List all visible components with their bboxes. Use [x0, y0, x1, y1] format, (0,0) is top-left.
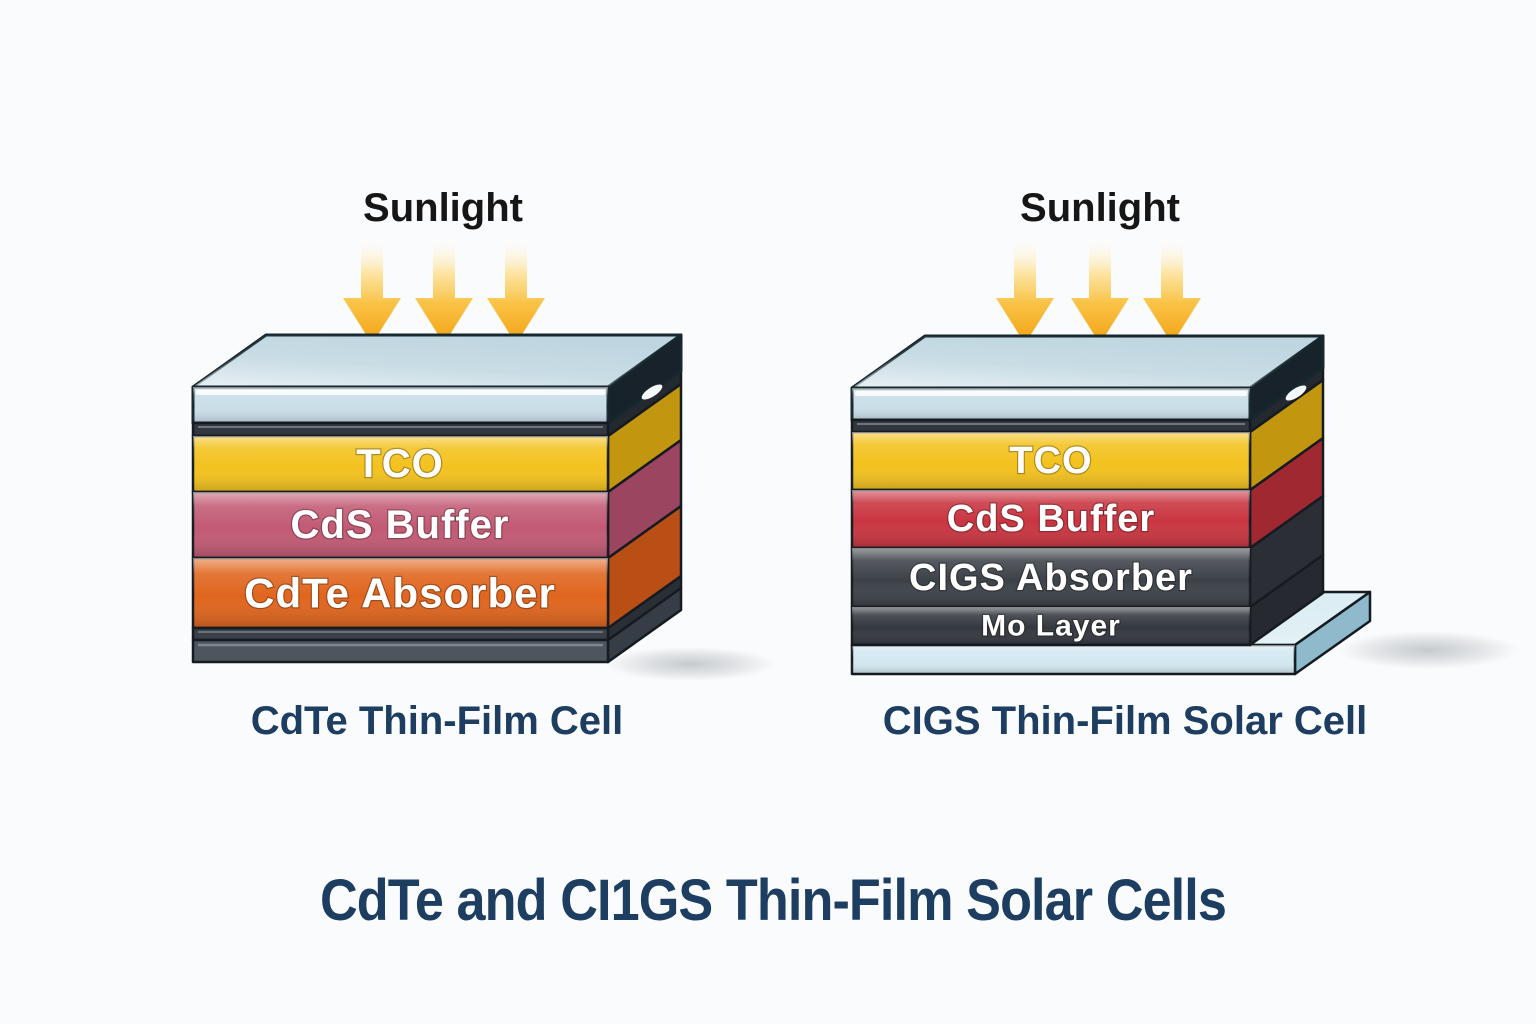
right-cell-caption: CIGS Thin-Film Solar Cell — [883, 699, 1368, 743]
sunlight-arrow-icon — [415, 238, 473, 344]
left-cell-caption: CdTe Thin-Film Cell — [251, 699, 624, 743]
sunlight-arrow-icon — [343, 238, 401, 344]
sunlight-arrow-icon — [1071, 238, 1129, 344]
sunlight-arrow-icon — [996, 238, 1054, 344]
main-title: CdTe and CI1GS Thin-Film Solar Cells — [320, 867, 1226, 932]
left-stack-shadow — [605, 647, 775, 681]
right-absorber-label: CIGS Absorber — [909, 557, 1193, 599]
right-cds-label: CdS Buffer — [947, 498, 1155, 540]
left-tco-label: TCO — [356, 442, 443, 486]
right-tco-label: TCO — [1009, 440, 1092, 482]
left-glass-front — [191, 385, 610, 425]
right-glass-front — [850, 386, 1252, 422]
left-thin-contact — [191, 626, 610, 642]
left-absorber-label: CdTe Absorber — [244, 570, 556, 617]
left-glass-top-face — [191, 333, 683, 389]
left-front-contact — [191, 421, 610, 438]
left-back-contact — [191, 638, 610, 664]
sunlight-arrow-icon — [1143, 238, 1201, 344]
right-glass-top-face — [850, 334, 1325, 390]
right-front-contact — [850, 418, 1252, 434]
right-sunlight-label: Sunlight — [1020, 186, 1180, 230]
left-sunlight-label: Sunlight — [363, 186, 523, 230]
main-title-group: CdTe and CI1GS Thin-Film Solar Cells — [320, 867, 1227, 932]
right-substrate-front — [850, 643, 1297, 676]
right-stack-shadow — [1338, 631, 1518, 669]
left-cds-label: CdS Buffer — [291, 503, 510, 547]
sunlight-arrow-icon — [487, 238, 545, 344]
right-mo-label: Mo Layer — [981, 610, 1121, 643]
